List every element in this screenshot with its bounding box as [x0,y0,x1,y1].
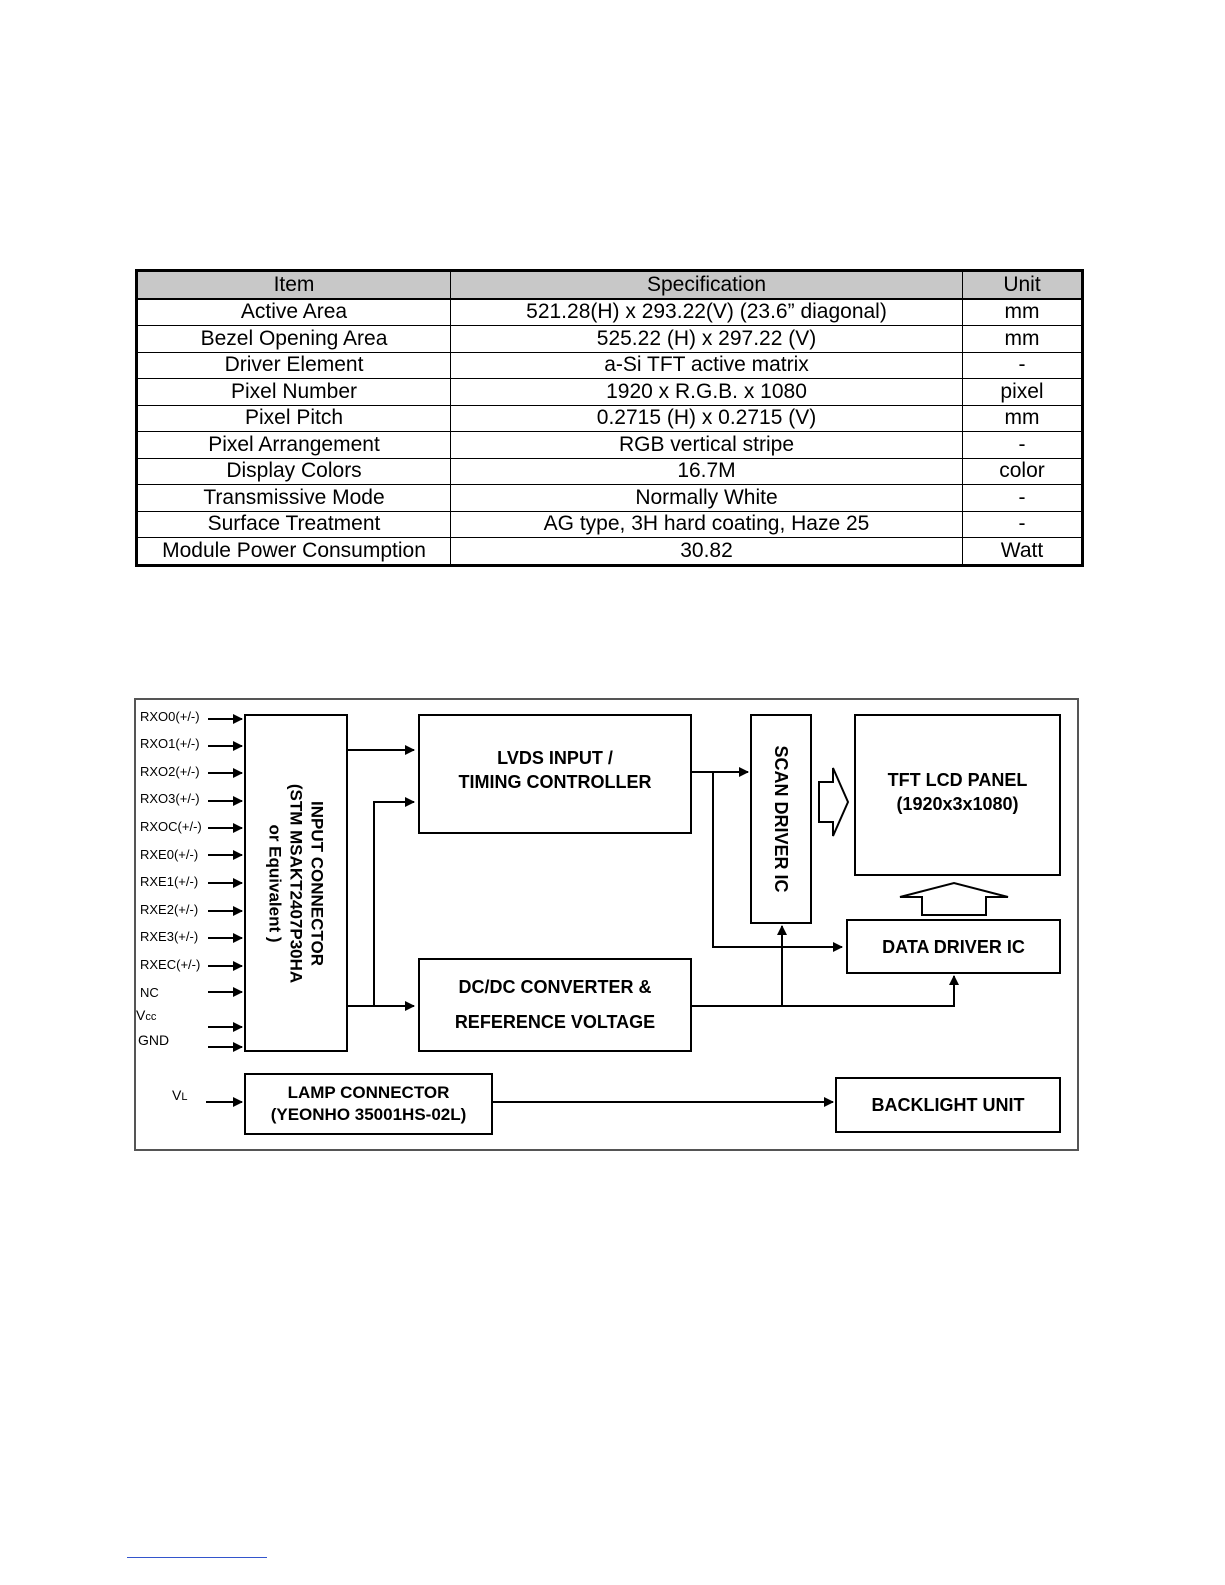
gnd-label: GND [138,1032,170,1048]
cell-unit: - [962,431,1083,459]
footer-link-underline [127,1557,267,1558]
nc-label: NC [140,985,159,1000]
scan-to-panel-hollow-arrow [818,767,850,837]
table-row: Pixel Pitch 0.2715 (H) x 0.2715 (V) mm [136,404,1083,432]
cell-item: Display Colors [136,457,451,485]
signal-label: RXE0(+/-) [140,847,199,862]
signal-label: RXO3(+/-) [140,791,200,806]
cell-unit: mm [962,298,1083,326]
table-header: Item Specification Unit [136,270,1083,300]
cell-spec: 1920 x R.G.B. x 1080 [450,378,963,406]
signal-label: RXE2(+/-) [140,902,199,917]
cell-unit: color [962,457,1083,485]
signal-label: RXE3(+/-) [140,929,199,944]
table-row: Pixel Number 1920 x R.G.B. x 1080 pixel [136,378,1083,406]
cell-spec: 16.7M [450,457,963,485]
scan-driver-block: SCAN DRIVER IC [750,714,812,924]
cell-unit: mm [962,325,1083,353]
cell-spec: 0.2715 (H) x 0.2715 (V) [450,404,963,432]
data-driver-block: DATA DRIVER IC [846,919,1061,974]
cell-spec: 525.22 (H) x 297.22 (V) [450,325,963,353]
table-row: Pixel Arrangement RGB vertical stripe - [136,431,1083,459]
block-diagram: RXO0(+/-) RXO1(+/-) RXO2(+/-) RXO3(+/-) … [134,698,1079,1151]
input-connector-label: INPUT CONNECTOR (STM MSAKT2407P30HA or E… [265,783,327,983]
cell-item: Module Power Consumption [136,537,451,566]
table-row: Surface Treatment AG type, 3H hard coati… [136,510,1083,538]
cell-unit: mm [962,404,1083,432]
signal-label: RXO1(+/-) [140,736,200,751]
table-row: Active Area 521.28(H) x 293.22(V) (23.6”… [136,298,1083,326]
cell-item: Pixel Number [136,378,451,406]
cell-item: Surface Treatment [136,510,451,538]
cell-spec: a-Si TFT active matrix [450,351,963,379]
cell-spec: RGB vertical stripe [450,431,963,459]
cell-item: Bezel Opening Area [136,325,451,353]
cell-unit: Watt [962,537,1083,566]
scan-driver-label: SCAN DRIVER IC [771,745,791,893]
cell-item: Pixel Arrangement [136,431,451,459]
cell-spec: Normally White [450,484,963,512]
cell-spec: 30.82 [450,537,963,566]
cell-item: Driver Element [136,351,451,379]
lamp-connector-block: LAMP CONNECTOR (YEONHO 35001HS-02L) [244,1073,493,1135]
cell-unit: - [962,351,1083,379]
signal-label: RXO2(+/-) [140,764,200,779]
table-row: Module Power Consumption 30.82 Watt [136,537,1083,566]
dcdc-converter-block: DC/DC CONVERTER & REFERENCE VOLTAGE [418,958,692,1052]
specification-table: Item Specification Unit Active Area 521.… [135,269,1084,567]
cell-item: Active Area [136,298,451,326]
table-row: Driver Element a-Si TFT active matrix - [136,351,1083,379]
cell-unit: pixel [962,378,1083,406]
backlight-unit-block: BACKLIGHT UNIT [835,1077,1061,1133]
input-connector-block: INPUT CONNECTOR (STM MSAKT2407P30HA or E… [244,714,348,1052]
tft-lcd-panel-block: TFT LCD PANEL (1920x3x1080) [854,714,1061,876]
header-unit: Unit [962,270,1083,300]
signal-label: RXOC(+/-) [140,819,202,834]
cell-spec: 521.28(H) x 293.22(V) (23.6” diagonal) [450,298,963,326]
header-item: Item [136,270,451,300]
header-specification: Specification [450,270,963,300]
table-row: Bezel Opening Area 525.22 (H) x 297.22 (… [136,325,1083,353]
signal-label: RXO0(+/-) [140,709,200,724]
cell-spec: AG type, 3H hard coating, Haze 25 [450,510,963,538]
data-to-panel-hollow-arrow [899,881,1009,916]
table-row: Display Colors 16.7M color [136,457,1083,485]
cell-unit: - [962,484,1083,512]
signal-label: RXE1(+/-) [140,874,199,889]
signal-label: RXEC(+/-) [140,957,201,972]
vcc-label: Vcc [136,1007,157,1023]
cell-item: Pixel Pitch [136,404,451,432]
diagram-connections [206,714,1009,1107]
lvds-timing-controller-block: LVDS INPUT / TIMING CONTROLLER [418,714,692,834]
cell-item: Transmissive Mode [136,484,451,512]
vl-label: VL [172,1087,188,1103]
cell-unit: - [962,510,1083,538]
table-row: Transmissive Mode Normally White - [136,484,1083,512]
